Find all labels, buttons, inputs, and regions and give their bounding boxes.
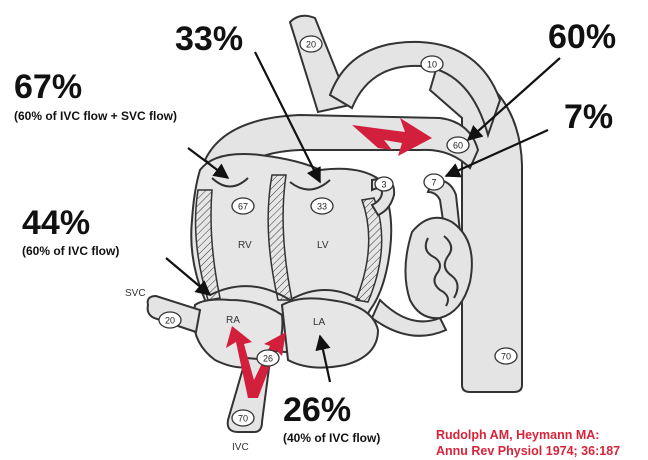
flow-bubble-lv: 33 xyxy=(311,198,333,214)
annotation-67-percent: 67% xyxy=(14,70,82,104)
flow-bubble-ivc: 70 xyxy=(232,410,254,426)
flow-bubble-lung-branch: 3 xyxy=(375,177,393,191)
lung-coil xyxy=(405,218,471,318)
svg-text:7: 7 xyxy=(431,178,436,188)
citation-line-1: Rudolph AM, Heymann MA: xyxy=(436,428,620,444)
svg-text:10: 10 xyxy=(427,60,437,70)
flow-bubble-ra: 26 xyxy=(257,350,279,366)
vessel-label-ivc: IVC xyxy=(232,442,249,453)
annotation-44-note: (60% of IVC flow) xyxy=(22,245,119,257)
svg-text:70: 70 xyxy=(238,414,248,424)
flow-bubble-arch: 10 xyxy=(421,56,443,72)
svg-text:26: 26 xyxy=(263,354,273,364)
flow-bubble-ductus: 60 xyxy=(447,137,469,153)
chamber-label-rv: RV xyxy=(238,240,252,251)
citation-line-2: Annu Rev Physiol 1974; 36:187 xyxy=(436,444,620,460)
annotation-67-note: (60% of IVC flow + SVC flow) xyxy=(14,110,177,122)
citation: Rudolph AM, Heymann MA: Annu Rev Physiol… xyxy=(436,428,620,459)
annotation-7-percent: 7% xyxy=(564,100,613,134)
annotation-60-percent: 60% xyxy=(548,20,616,54)
annotation-33-percent: 33% xyxy=(175,22,243,56)
svg-text:20: 20 xyxy=(306,40,316,50)
annotation-26-note: (40% of IVC flow) xyxy=(283,432,380,444)
svg-text:67: 67 xyxy=(238,202,248,212)
svg-text:3: 3 xyxy=(381,180,386,190)
annotation-26-percent: 26% xyxy=(283,393,351,427)
svg-text:33: 33 xyxy=(317,202,327,212)
vessel-label-svc: SVC xyxy=(125,288,146,299)
annotation-44-percent: 44% xyxy=(22,206,90,240)
flow-bubble-aorta-upper: 20 xyxy=(300,36,322,52)
chamber-label-la: LA xyxy=(313,317,326,328)
chamber-label-lv: LV xyxy=(317,240,329,251)
flow-bubble-svc: 20 xyxy=(159,312,181,328)
flow-bubble-rv: 67 xyxy=(232,198,254,214)
svg-text:60: 60 xyxy=(453,141,463,151)
flow-bubble-descending-aorta: 70 xyxy=(495,348,517,364)
svg-text:70: 70 xyxy=(501,352,511,362)
svg-text:20: 20 xyxy=(165,316,175,326)
flow-bubble-pulmonary: 7 xyxy=(424,174,444,190)
chamber-label-ra: RA xyxy=(226,315,240,326)
